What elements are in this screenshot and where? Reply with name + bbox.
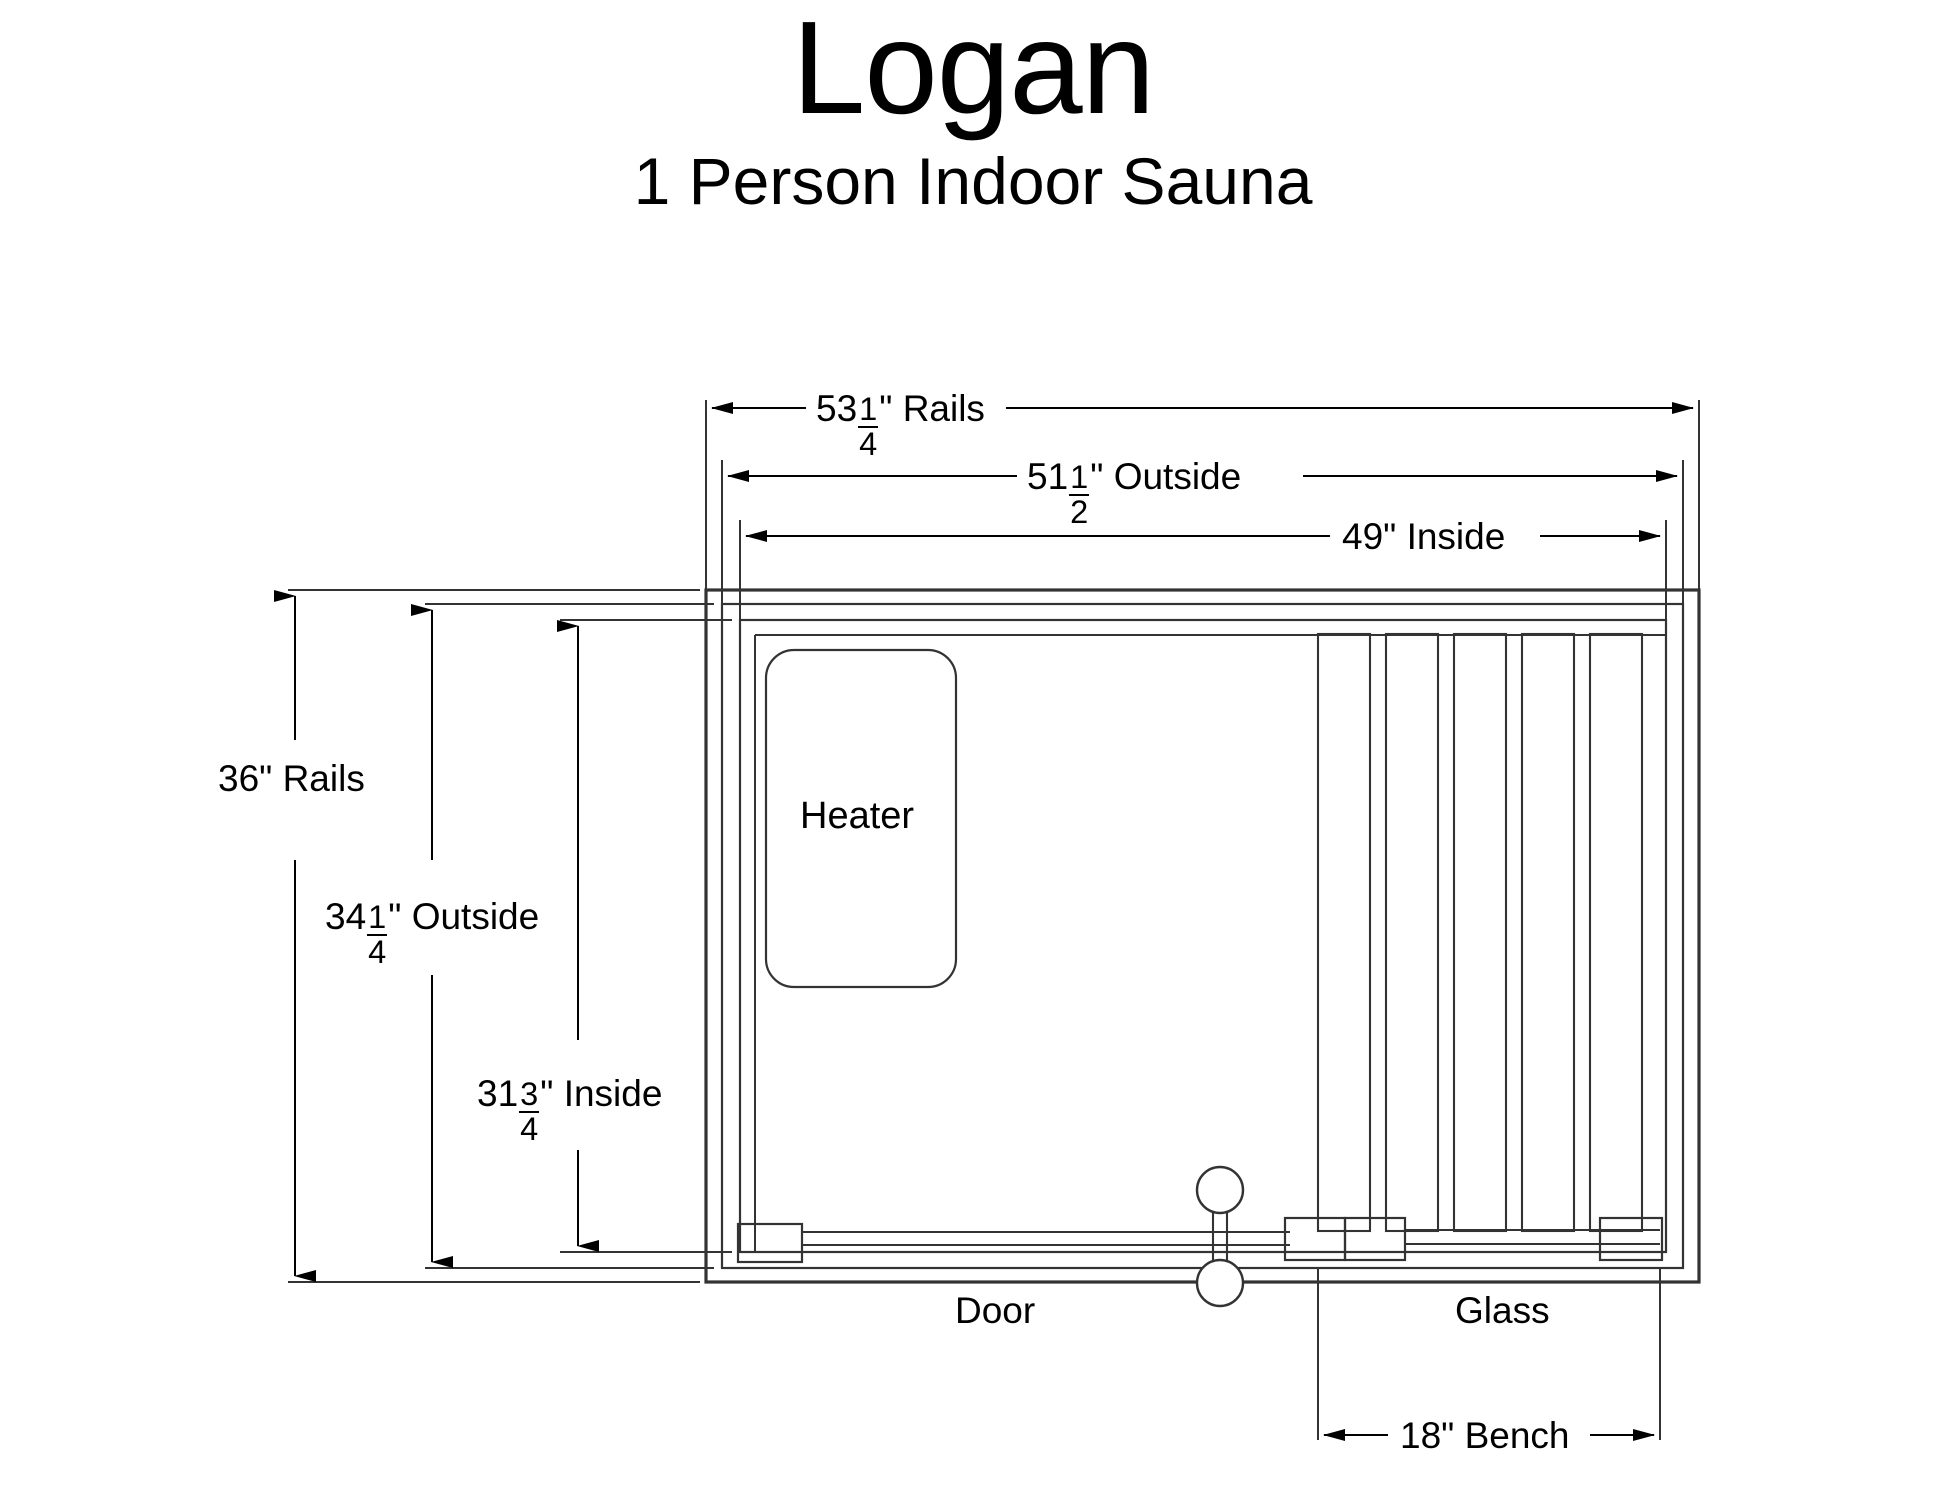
fraction-numerator: 1 <box>367 899 388 936</box>
dim-width-inside-label: Inside <box>1406 516 1506 557</box>
dim-depth-rails-whole: 36 <box>218 758 260 799</box>
dim-depth-outside-label: Outside <box>411 896 540 937</box>
bench-slat <box>1316 632 1372 1233</box>
bench-slat <box>1452 632 1508 1233</box>
heater-outline <box>764 648 958 989</box>
dim-width-outside-unit: " <box>1090 456 1104 497</box>
door-label: Door <box>955 1290 1036 1331</box>
page-title: Logan <box>791 0 1155 141</box>
dim-label-width-inside: 49" Inside <box>1342 518 1505 555</box>
door-handle-icon[interactable] <box>1195 1165 1245 1308</box>
fraction-denominator: 4 <box>368 933 387 970</box>
dim-depth-inside-unit: " <box>540 1073 554 1114</box>
door-leaf <box>736 1222 1290 1264</box>
dim-depth-rails-label: Rails <box>282 758 365 799</box>
fraction-numerator: 3 <box>519 1076 540 1113</box>
bench-slat <box>1384 632 1440 1233</box>
dim-depth-outside-whole: 34 <box>325 896 367 937</box>
dim-width-inside-whole: 49 <box>1342 516 1384 557</box>
dim-label-depth-rails: 36" Rails <box>218 760 365 797</box>
dim-depth-outside-unit: " <box>388 896 402 937</box>
dim-width-rails-whole: 53 <box>816 388 858 429</box>
glass-panel <box>1283 1216 1664 1262</box>
dim-depth-inside-label: Inside <box>563 1073 663 1114</box>
inside-wall-outline <box>738 618 1668 1254</box>
dim-width-outside-label: Outside <box>1113 456 1242 497</box>
bench-slat <box>1520 632 1576 1233</box>
dim-width-inside-unit: " <box>1383 516 1397 557</box>
dim-bench-whole: 18 <box>1400 1415 1442 1456</box>
dim-bench-label: Bench <box>1464 1415 1570 1456</box>
heater-label: Heater <box>800 795 915 837</box>
dim-depth-rails-unit: " <box>259 758 273 799</box>
dim-bench-unit: " <box>1441 1415 1455 1456</box>
fraction-numerator: 1 <box>1069 459 1090 496</box>
dim-width-rails-label: Rails <box>902 388 985 429</box>
page-subtitle: 1 Person Indoor Sauna <box>633 144 1313 218</box>
fraction-denominator: 4 <box>859 425 878 462</box>
glass-label: Glass <box>1455 1290 1550 1331</box>
dim-label-bench: 18" Bench <box>1400 1417 1570 1454</box>
bench-slat <box>1588 632 1644 1233</box>
fraction-denominator: 4 <box>520 1110 539 1147</box>
dim-width-outside-whole: 51 <box>1027 456 1069 497</box>
fraction-numerator: 1 <box>858 391 879 428</box>
bench-slats <box>1316 632 1644 1233</box>
outside-wall-outline <box>720 602 1685 1270</box>
dim-depth-inside-whole: 31 <box>477 1073 519 1114</box>
dim-width-rails-unit: " <box>879 388 893 429</box>
fraction-denominator: 2 <box>1070 493 1089 530</box>
